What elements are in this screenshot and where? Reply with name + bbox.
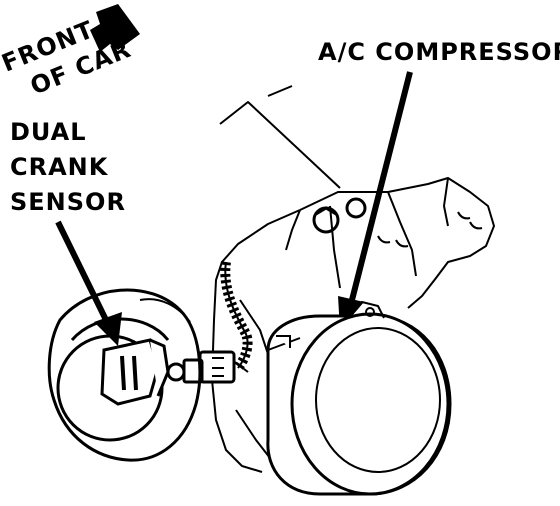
wiring-harness [220,261,253,372]
sensor-label-line2: CRANK [10,153,109,181]
front-direction-arrow-icon [90,4,140,52]
ac-compressor-label: A/C COMPRESSOR [318,38,560,66]
sensor-label-line3: SENSOR [10,188,126,216]
ac-compressor [266,312,452,496]
dual-crank-sensor [100,338,170,406]
dual-crank-sensor-label: DUAL CRANK SENSOR [10,118,126,216]
upper-bolt [345,197,367,219]
mounting-bolt [312,206,340,234]
engine-bracket [211,85,495,473]
sensor-label-line1: DUAL [10,118,87,146]
ac-compressor-mount [349,300,385,319]
